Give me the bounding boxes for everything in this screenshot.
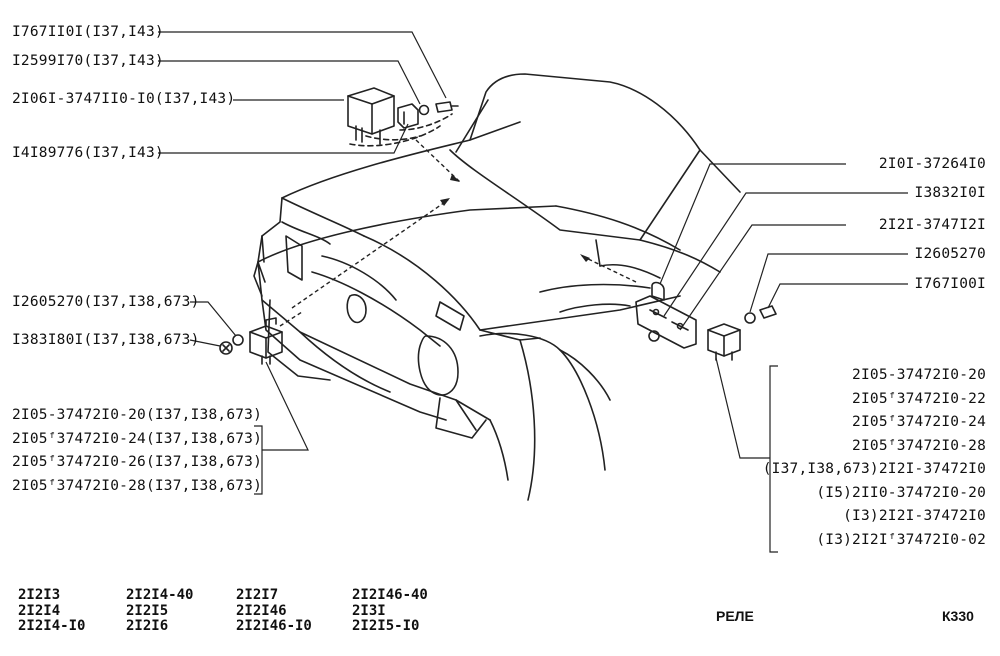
label-washer-left: I2605270(I37,I38,673) <box>12 294 200 310</box>
left-relay-part-list: 2I05-37472I0-20(I37,I38,673) 2I05ᶠ37472I… <box>12 404 262 498</box>
leader-lines <box>158 31 908 553</box>
right-relay-assembly <box>635 281 777 361</box>
model-code: 2I2I4-I0 <box>18 618 86 634</box>
model-code: 2I2I4-40 <box>126 587 194 603</box>
model-code: 2I2I46-I0 <box>236 618 312 634</box>
right-relay-part-list: 2I05-37472I0-20 2I05ᶠ37472I0-22 2I05ᶠ374… <box>763 364 986 552</box>
label-lamp: 2I0I-37264I0 <box>878 156 986 172</box>
model-column-1: 2I2I3 2I2I4 2I2I4-I0 <box>18 587 86 635</box>
model-column-2: 2I2I4-40 2I2I5 2I2I6 <box>126 587 194 635</box>
model-column-4: 2I2I46-40 2I3I 2I2I5-I0 <box>352 587 428 635</box>
model-code: 2I2I6 <box>126 618 169 634</box>
list-item: 2I05ᶠ37472I0-24(I37,I38,673) <box>12 430 263 447</box>
top-relay-assembly <box>347 87 459 147</box>
model-code: 2I2I5 <box>126 602 169 619</box>
list-item: 2I05ᶠ37472I0-28 <box>852 437 986 454</box>
label-nut-right: I3832I0I <box>914 185 986 201</box>
list-item: 2I05ᶠ37472I0-26(I37,I38,673) <box>12 454 263 470</box>
list-item: (I37,I38,673)2I2I-37472I0 <box>762 461 986 477</box>
arrowheads <box>440 174 590 262</box>
list-item: (I5)2II0-37472I0-20 <box>816 484 986 501</box>
list-item: (I3)2I2Iᶠ37472I0-02 <box>816 531 986 548</box>
model-code: 2I2I4 <box>18 602 61 619</box>
list-item: 2I05ᶠ37472I0-24 <box>852 414 986 430</box>
label-relay-top: 2I06I-3747II0-I0(I37,I43) <box>12 91 236 107</box>
list-item: 2I05ᶠ37472I0-22 <box>852 390 986 407</box>
list-item: 2I05ᶠ37472I0-28(I37,I38,673) <box>12 477 263 494</box>
list-item: 2I05-37472I0-20(I37,I38,673) <box>12 407 263 423</box>
label-screw-top: I767II0I(I37,I43) <box>12 24 164 40</box>
label-screw-right: I767I00I <box>914 276 986 292</box>
list-item: 2I05-37472I0-20 <box>852 367 986 383</box>
model-code: 2I2I46 <box>236 602 287 619</box>
label-washer-right: I2605270 <box>914 246 986 262</box>
left-relay-assembly <box>219 317 283 365</box>
label-bracket-top: I4I89776(I37,I43) <box>12 145 164 161</box>
page-code: К330 <box>942 608 974 624</box>
model-column-3: 2I2I7 2I2I46 2I2I46-I0 <box>236 587 312 635</box>
page-title: РЕЛЕ <box>716 608 754 624</box>
vehicle-outline <box>253 73 741 501</box>
model-code: 2I2I7 <box>236 587 279 603</box>
model-code: 2I3I <box>352 602 386 619</box>
label-bracket-right: 2I2I-3747I2I <box>878 217 986 233</box>
list-item: (I3)2I2I-37472I0 <box>843 508 986 524</box>
label-washer-top: I2599I70(I37,I43) <box>12 53 164 69</box>
label-nut-left: I383I80I(I37,I38,673) <box>12 332 200 348</box>
model-code: 2I2I5-I0 <box>352 618 420 634</box>
model-code: 2I2I46-40 <box>352 587 428 603</box>
model-code: 2I2I3 <box>18 587 61 603</box>
